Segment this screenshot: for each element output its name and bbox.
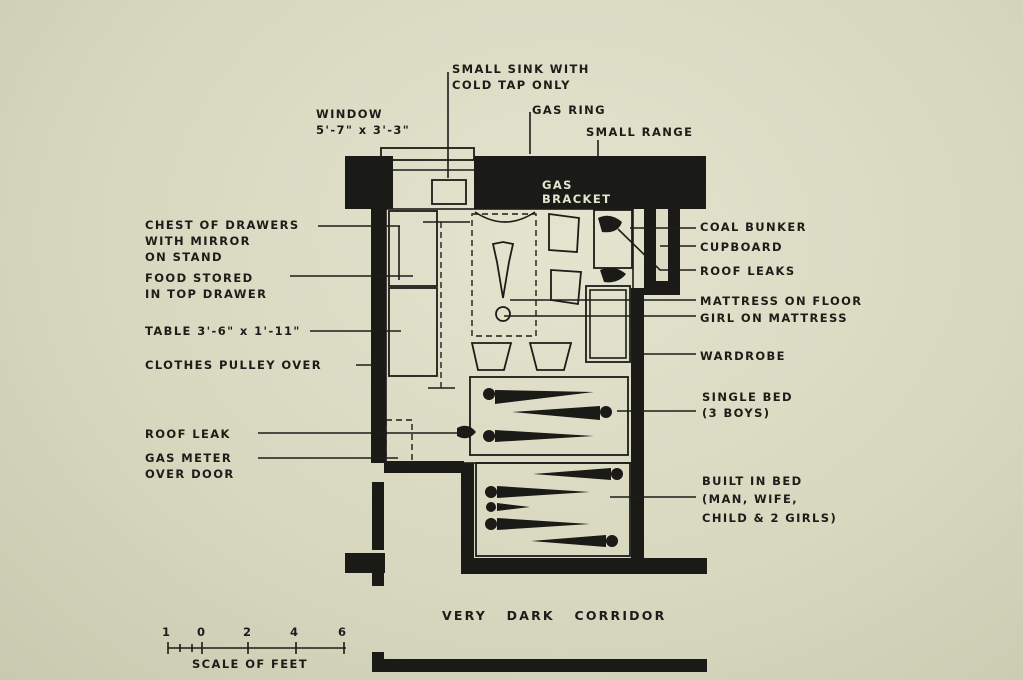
scale-bar: 1 0 2 4 6 SCALE OF FEET bbox=[162, 625, 347, 671]
food-label: FOOD STORED bbox=[145, 271, 254, 285]
chest-label: CHEST OF DRAWERS bbox=[145, 218, 300, 232]
leader-lines bbox=[258, 72, 696, 498]
corridor-label: VERY DARK CORRIDOR bbox=[442, 608, 666, 623]
girl-label: GIRL ON MATTRESS bbox=[700, 311, 848, 325]
sleeper bbox=[483, 388, 594, 404]
gas-meter-door bbox=[385, 419, 413, 463]
sleeper bbox=[486, 502, 530, 512]
left-wall-lower bbox=[372, 482, 384, 550]
chest-label-2: WITH MIRROR bbox=[145, 234, 251, 248]
built-in-bed-label: BUILT IN BED bbox=[702, 474, 803, 488]
cupboard-label: CUPBOARD bbox=[700, 240, 783, 254]
scale-caption: SCALE OF FEET bbox=[192, 657, 308, 671]
mattress bbox=[471, 213, 537, 337]
top-right-wall-block bbox=[474, 156, 706, 209]
bed-left-wall bbox=[461, 463, 474, 563]
coal-bunker-label: COAL BUNKER bbox=[700, 220, 807, 234]
built-in-bed-label-2: (MAN, WIFE, bbox=[702, 492, 798, 506]
mattress-label: MATTRESS ON FLOOR bbox=[700, 294, 863, 308]
roof-leaks-label: ROOF LEAKS bbox=[700, 264, 796, 278]
door-lintel bbox=[384, 461, 464, 473]
sleeper bbox=[531, 535, 618, 547]
chest-label-3: ON STAND bbox=[145, 250, 223, 264]
roof-leak-mark bbox=[457, 425, 476, 439]
sleeper bbox=[483, 430, 594, 442]
small-range bbox=[593, 209, 633, 283]
labels: SMALL SINK WITH COLD TAP ONLY WINDOW 5'-… bbox=[145, 62, 863, 623]
gas-meter-label: GAS METER bbox=[145, 451, 232, 465]
sleeper bbox=[533, 468, 623, 480]
gas-meter-label-2: OVER DOOR bbox=[145, 467, 235, 481]
roof-leak-label: ROOF LEAK bbox=[145, 427, 231, 441]
clothes-pulley-label: CLOTHES PULLEY OVER bbox=[145, 358, 322, 372]
sink-label: SMALL SINK WITH bbox=[452, 62, 590, 76]
single-bed-label-2: (3 BOYS) bbox=[702, 406, 770, 420]
small-sink bbox=[431, 179, 467, 205]
gas-bracket-label: GAS bbox=[542, 178, 573, 192]
chest-of-drawers bbox=[388, 210, 438, 377]
sleeper bbox=[485, 486, 590, 498]
scale-tick-label: 4 bbox=[290, 625, 299, 639]
scale-tick-label: 1 bbox=[162, 625, 171, 639]
sink-label-2: COLD TAP ONLY bbox=[452, 78, 571, 92]
clothes-pulley bbox=[423, 221, 470, 389]
scale-tick-label: 0 bbox=[197, 625, 206, 639]
sleeper bbox=[485, 518, 590, 530]
window bbox=[380, 147, 475, 171]
walls bbox=[345, 156, 707, 672]
corridor-bottom-wall bbox=[372, 659, 707, 672]
food-label-2: IN TOP DRAWER bbox=[145, 287, 267, 301]
chairs bbox=[470, 212, 582, 371]
wardrobe bbox=[585, 285, 631, 363]
sleeper bbox=[512, 406, 612, 420]
gas-ring-label: GAS RING bbox=[532, 103, 606, 117]
built-in-bed bbox=[475, 462, 631, 557]
built-in-bed-label-3: CHILD & 2 GIRLS) bbox=[702, 511, 837, 525]
scale-tick-label: 6 bbox=[338, 625, 347, 639]
window-size-label: 5'-7" x 3'-3" bbox=[316, 123, 410, 137]
wardrobe-label: WARDROBE bbox=[700, 349, 786, 363]
top-left-wall-block bbox=[345, 156, 393, 209]
single-bed bbox=[469, 376, 629, 456]
gas-bracket bbox=[474, 183, 538, 223]
single-bed-label: SINGLE BED bbox=[702, 390, 793, 404]
left-wall-mid bbox=[372, 572, 384, 586]
left-wall bbox=[371, 209, 386, 463]
window-label: WINDOW bbox=[316, 107, 383, 121]
table-label: TABLE 3'-6" x 1'-11" bbox=[145, 324, 301, 338]
corridor-wall-left-stub bbox=[345, 553, 385, 573]
scale-tick-label: 2 bbox=[243, 625, 252, 639]
bed-bottom-wall bbox=[461, 558, 707, 574]
small-range-label: SMALL RANGE bbox=[586, 125, 693, 139]
gas-bracket-label-2: BRACKET bbox=[542, 192, 611, 206]
right-wall bbox=[631, 288, 644, 558]
